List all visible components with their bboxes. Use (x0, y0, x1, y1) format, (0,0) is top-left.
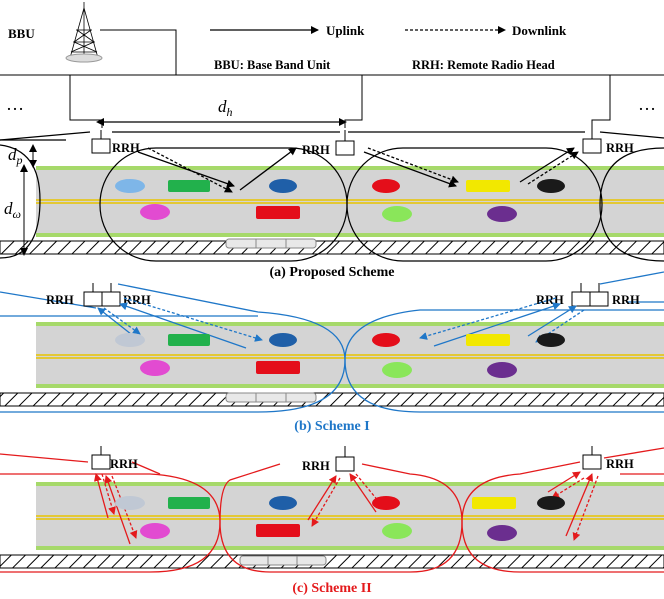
rrh-c1: RRH (91, 446, 138, 471)
panel-c-train (239, 555, 327, 566)
svg-text:RRH: RRH (112, 141, 140, 155)
caption-a: (a) Proposed Scheme (270, 265, 395, 280)
rrh-a1: RRH (91, 130, 140, 155)
dp-label: dp (8, 145, 23, 167)
ellipsis-left: … (6, 94, 24, 114)
ellipsis-right: … (638, 94, 656, 114)
svg-text:RRH: RRH (606, 141, 634, 155)
bbu-definition: BBU: Base Band Unit (214, 58, 331, 72)
caption-b: (b) Scheme I (294, 419, 369, 434)
panel-c-vehicles (115, 496, 565, 541)
svg-text:RRH: RRH (302, 143, 330, 157)
rrh-b1: RRH RRH (46, 283, 151, 307)
fronthaul-lines (0, 29, 664, 130)
rrh-a2: RRH (302, 130, 355, 157)
downlink-label: Downlink (512, 23, 567, 38)
panel-b-train (225, 392, 317, 403)
rrh-a3: RRH (582, 130, 634, 155)
panel-c-links (93, 471, 599, 545)
panel-a-cells (0, 139, 664, 262)
svg-text:RRH: RRH (46, 293, 74, 307)
bbu-label: BBU (8, 26, 35, 41)
panel-b-vehicles (115, 333, 565, 378)
panel-a-links (0, 131, 664, 193)
dw-label: dω (4, 199, 21, 221)
rrh-c2: RRH (302, 446, 355, 473)
bbu-tower-icon (69, 2, 99, 59)
rrh-b2: RRH RRH (536, 283, 640, 307)
dh-label: dh (218, 97, 233, 119)
rrh-definition: RRH: Remote Radio Head (412, 58, 555, 72)
caption-c: (c) Scheme II (292, 581, 371, 596)
bbu-base (65, 53, 103, 63)
panel-a-train (225, 238, 317, 249)
svg-text:RRH: RRH (123, 293, 151, 307)
panel-c-cells (0, 447, 664, 573)
panel-b-cells (0, 271, 664, 413)
panel-a-vehicles (115, 179, 565, 222)
panel-c-road (0, 482, 664, 569)
panel-b-links (97, 297, 585, 349)
svg-text:RRH: RRH (612, 293, 640, 307)
rrh-c3: RRH (582, 446, 634, 471)
panel-b-road (0, 322, 664, 407)
svg-text:RRH: RRH (606, 457, 634, 471)
svg-text:RRH: RRH (302, 459, 330, 473)
uplink-label: Uplink (326, 23, 365, 38)
svg-text:RRH: RRH (110, 457, 138, 471)
